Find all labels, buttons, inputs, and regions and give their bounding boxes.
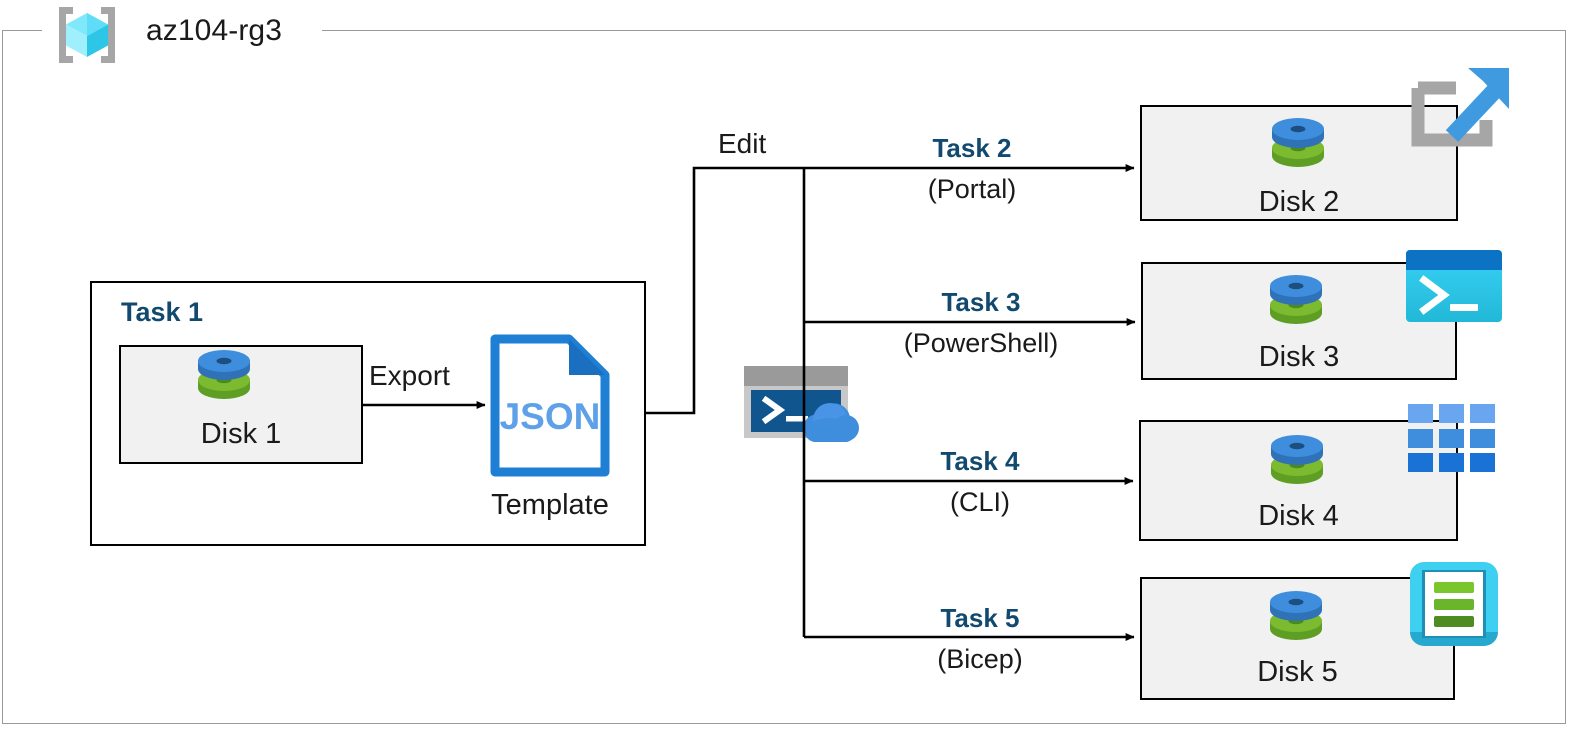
disk3-stack-icon <box>1268 275 1324 331</box>
task4-method-label: (CLI) <box>950 487 1010 517</box>
resource-group-boundary <box>2 30 1566 724</box>
task2-edge-label: Task 2 <box>932 133 1012 163</box>
cloud-shell-icon <box>744 366 862 442</box>
powershell-icon <box>1406 250 1502 322</box>
task3-edge-label: Task 3 <box>941 287 1021 317</box>
task1-title: Task 1 <box>121 297 204 327</box>
edit-label: Edit <box>718 128 767 159</box>
task5-edge-label: Task 5 <box>940 603 1020 633</box>
task2-method-label: (Portal) <box>927 174 1017 204</box>
disk1-stack-icon <box>196 350 252 406</box>
azure-cli-icon <box>1408 404 1496 472</box>
bicep-icon <box>1406 558 1502 650</box>
disk5-label: Disk 5 <box>1257 656 1338 688</box>
svg-text:JSON: JSON <box>500 396 601 437</box>
task4-edge-label: Task 4 <box>940 446 1020 476</box>
template-caption: Template <box>491 489 609 521</box>
json-document-icon: JSON <box>489 333 611 478</box>
azure-portal-icon <box>1408 62 1518 170</box>
disk2-label: Disk 2 <box>1258 186 1340 218</box>
disk2-stack-icon <box>1270 118 1326 174</box>
disk4-label: Disk 4 <box>1258 500 1339 532</box>
resource-group-cube-icon <box>50 4 124 66</box>
export-label: Export <box>369 360 450 391</box>
disk3-label: Disk 3 <box>1258 341 1340 373</box>
resource-group-name: az104-rg3 <box>146 14 282 47</box>
disk4-stack-icon <box>1269 435 1325 491</box>
disk1-label: Disk 1 <box>200 418 282 450</box>
disk5-stack-icon <box>1268 591 1324 647</box>
task5-method-label: (Bicep) <box>937 644 1023 674</box>
task3-method-label: (PowerShell) <box>903 328 1059 358</box>
